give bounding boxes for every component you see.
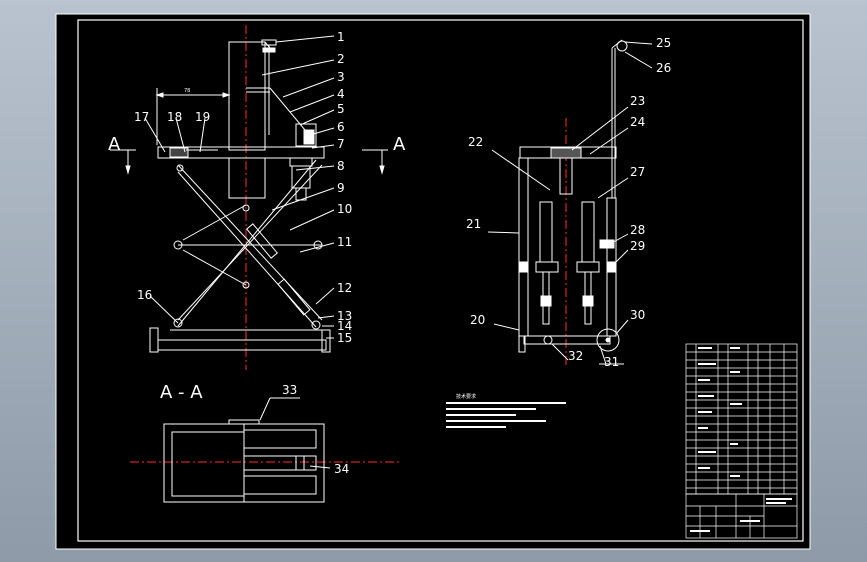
drawing-sheet (55, 13, 811, 550)
section-marker-right: A (393, 134, 406, 155)
part-label-25: 25 (656, 36, 671, 50)
section-marker-left: A (108, 134, 121, 155)
notes-title: 技术要求 (456, 393, 476, 400)
part-label-5: 5 (337, 102, 345, 116)
drawing-border (77, 19, 804, 542)
part-label-33: 33 (282, 383, 297, 397)
part-label-3: 3 (337, 70, 345, 84)
part-label-13: 13 (337, 309, 352, 323)
part-label-20: 20 (470, 313, 485, 327)
part-label-29: 29 (630, 239, 645, 253)
front-view (110, 25, 388, 370)
part-label-2: 2 (337, 52, 345, 66)
part-label-28: 28 (630, 223, 645, 237)
part-label-18: 18 (167, 110, 182, 124)
part-label-30: 30 (630, 308, 645, 322)
part-label-17: 17 (134, 110, 149, 124)
part-label-24: 24 (630, 115, 645, 129)
part-label-10: 10 (337, 202, 352, 216)
part-label-9: 9 (337, 181, 345, 195)
part-label-21: 21 (466, 217, 481, 231)
part-label-27: 27 (630, 165, 645, 179)
part-label-4: 4 (337, 87, 345, 101)
part-label-23: 23 (630, 94, 645, 108)
title-block (685, 343, 798, 539)
technical-notes: 技术要求 (446, 393, 566, 428)
part-label-14: 14 (337, 319, 352, 333)
part-label-8: 8 (337, 159, 345, 173)
part-label-19: 19 (195, 110, 210, 124)
part-label-31: 31 (604, 355, 619, 369)
side-view (487, 39, 653, 368)
section-title: A - A (160, 382, 203, 403)
title-block-text-marks (690, 347, 792, 532)
part-label-32: 32 (568, 349, 583, 363)
part-label-26: 26 (656, 61, 671, 75)
part-label-15: 15 (337, 331, 352, 345)
dimension-78: 78 (184, 88, 190, 94)
part-label-11: 11 (337, 235, 352, 249)
part-label-6: 6 (337, 120, 345, 134)
part-label-1: 1 (337, 30, 345, 44)
part-label-22: 22 (468, 135, 483, 149)
section-view (130, 397, 400, 503)
part-label-34: 34 (334, 462, 349, 476)
part-label-16: 16 (137, 288, 152, 302)
part-label-7: 7 (337, 137, 345, 151)
part-label-12: 12 (337, 281, 352, 295)
